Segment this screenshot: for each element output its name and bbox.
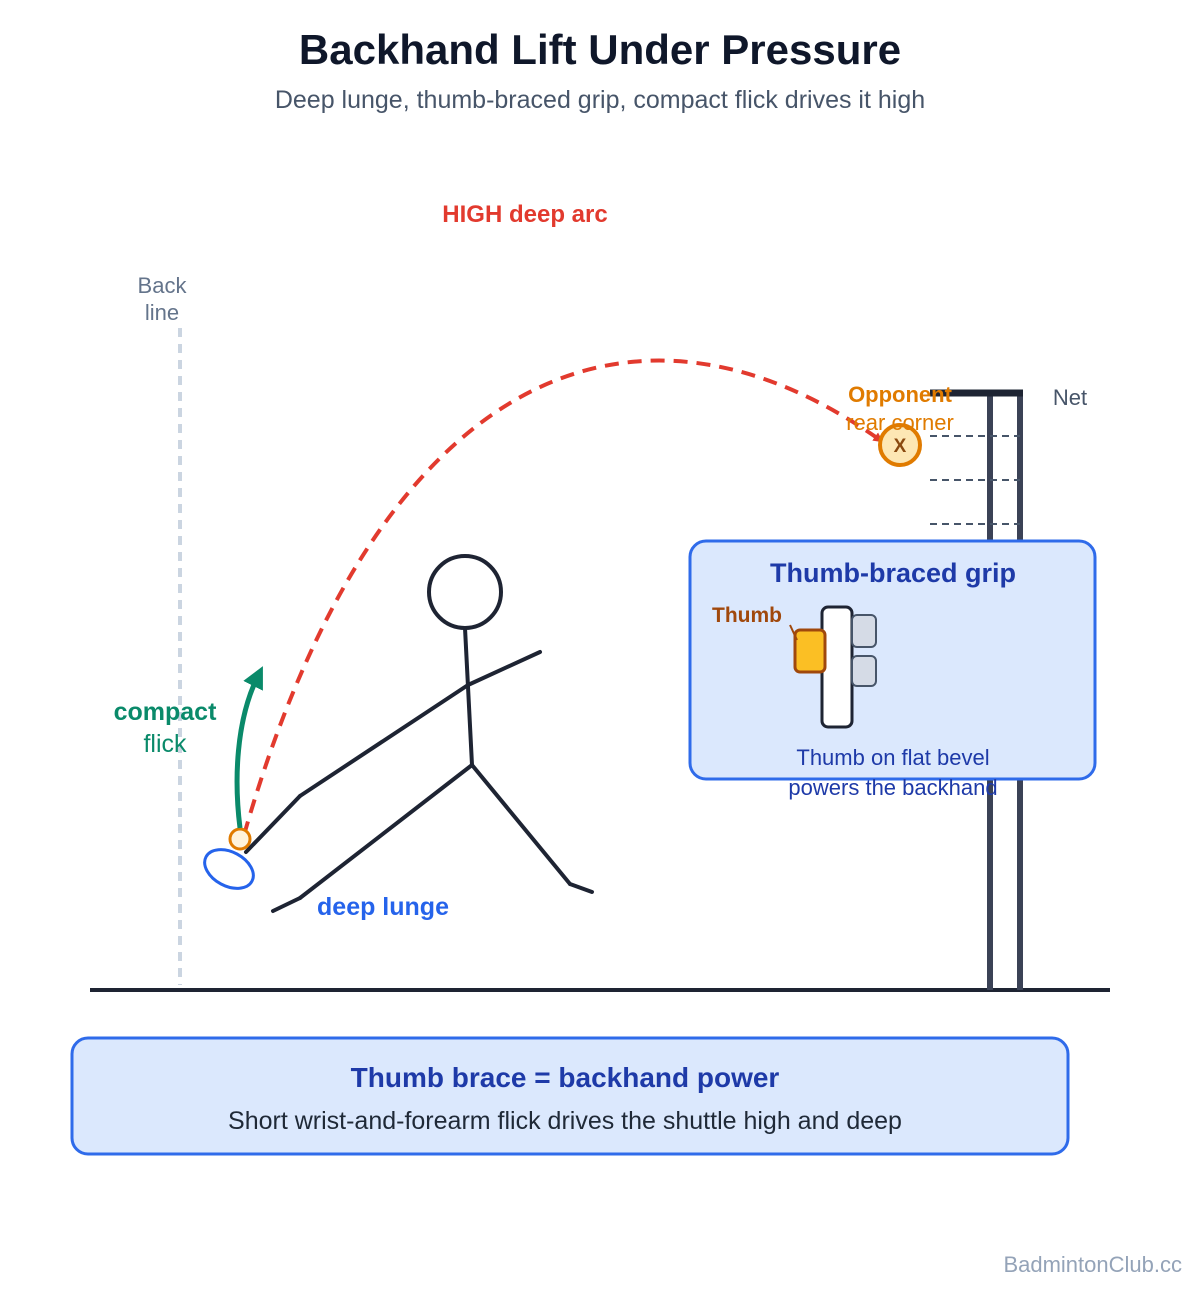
shuttle [228,827,252,851]
grip-caption-1: Thumb on flat bevel [796,745,989,770]
page-title: Backhand Lift Under Pressure [299,26,901,73]
finger-pad [851,614,877,648]
player-head [427,554,503,630]
watermark: BadmintonClub.cc [1003,1252,1182,1277]
thumb-label: Thumb [712,604,782,627]
player-figure [244,554,594,913]
lunge-label: deep lunge [317,893,449,921]
summary-title: Thumb brace = backhand power [351,1062,780,1093]
target-x [878,423,922,467]
net-label: Net [1053,385,1087,410]
page-subtitle: Deep lunge, thumb-braced grip, compact f… [275,86,925,114]
target-x-label: X [894,436,907,457]
shuttle-trajectory [242,358,884,836]
finger-pad [851,655,877,687]
arc-label: HIGH deep arc [442,201,607,228]
racket-head [203,848,255,890]
flick-arrow [234,666,263,829]
grip-panel [688,539,1097,781]
opponent-label-1: Opponent [848,382,953,407]
grip-panel-title: Thumb-braced grip [770,558,1016,588]
grip-illustration [789,605,877,729]
opponent-label-2: rear corner [846,410,954,435]
thumb-pad [793,628,827,674]
back-line-label-1: Back [138,273,188,298]
grip-caption-2: powers the backhand [788,775,997,800]
back-line-label-2: line [145,300,179,325]
flick-label-2: flick [143,730,187,758]
flick-label-1: compact [114,698,217,726]
summary-box [70,1036,1070,1156]
summary-text: Short wrist-and-forearm flick drives the… [228,1107,902,1135]
